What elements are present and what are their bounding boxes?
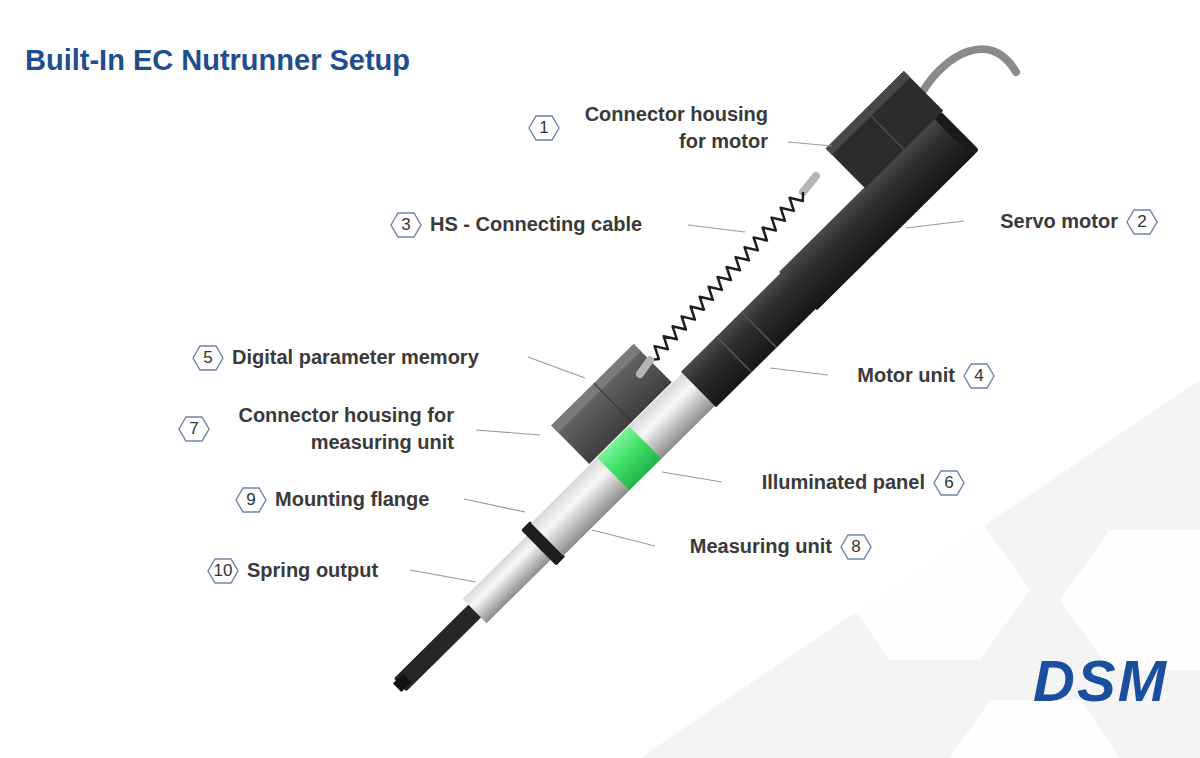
part-name: Measuring unit <box>690 533 832 560</box>
hexagon-shape <box>391 213 421 237</box>
callout: Servo motor 2 <box>1000 208 1158 235</box>
company-logo: DSM <box>1033 652 1168 710</box>
callout-number: 5 <box>192 345 224 371</box>
hexagon-shape <box>841 535 871 559</box>
callout-hexagon: 6 <box>933 470 965 496</box>
hexagon-shape <box>934 471 964 495</box>
callout-number: 8 <box>840 534 872 560</box>
callout-hexagon: 5 <box>192 345 224 371</box>
callout: 5 Digital parameter memory <box>192 344 479 371</box>
hexagon-shape <box>179 417 209 441</box>
background-hexagon <box>1060 530 1200 670</box>
power-cable <box>923 49 1016 91</box>
cable-plug <box>803 176 816 192</box>
cable-plug <box>640 360 650 374</box>
callout-number: 2 <box>1126 209 1158 235</box>
callout: 9 Mounting flange <box>235 486 429 513</box>
background-hexagon <box>840 520 1030 660</box>
part-name: Connector housing for measuring unit <box>218 402 454 456</box>
callout: 1 Connector housing for motor <box>528 101 768 155</box>
part-name: Servo motor <box>1000 208 1118 235</box>
callout: 3 HS - Connecting cable <box>390 211 642 238</box>
callout-hexagon: 10 <box>207 558 239 584</box>
callout-number: 4 <box>963 363 995 389</box>
callout-hexagon: 7 <box>178 416 210 442</box>
part-name: HS - Connecting cable <box>430 211 642 238</box>
callout-hexagon: 9 <box>235 487 267 513</box>
hexagon-shape <box>236 488 266 512</box>
hexagon-shape <box>964 364 994 388</box>
part-name: Mounting flange <box>275 486 429 513</box>
callout-hexagon: 1 <box>528 115 560 141</box>
callout-number: 7 <box>178 416 210 442</box>
callout-number: 1 <box>528 115 560 141</box>
callout-number: 3 <box>390 212 422 238</box>
coiled-cable <box>650 192 803 360</box>
part-name: Motor unit <box>857 362 955 389</box>
callout-number: 9 <box>235 487 267 513</box>
callout-hexagon: 3 <box>390 212 422 238</box>
leader-lines <box>410 142 964 582</box>
callout: 7 Connector housing for measuring unit <box>178 402 454 456</box>
callout-hexagon: 2 <box>1126 209 1158 235</box>
callout: Motor unit 4 <box>857 362 995 389</box>
tool-body <box>339 71 980 707</box>
callout-hexagon: 4 <box>963 363 995 389</box>
hexagon-shape <box>193 346 223 370</box>
callout-hexagon: 8 <box>840 534 872 560</box>
hexagon-shape <box>1127 210 1157 234</box>
callout-number: 10 <box>207 558 239 584</box>
callout-number: 6 <box>933 470 965 496</box>
part-name: Spring output <box>247 557 378 584</box>
hexagon-shape <box>208 559 238 583</box>
callout: 10 Spring output <box>207 557 378 584</box>
callout: Illuminated panel 6 <box>762 469 965 496</box>
hexagon-shape <box>529 116 559 140</box>
part-name: Illuminated panel <box>762 469 925 496</box>
callout: Measuring unit 8 <box>690 533 872 560</box>
part-name: Digital parameter memory <box>232 344 479 371</box>
diagram-title: Built-In EC Nutrunner Setup <box>25 44 410 77</box>
part-name: Connector housing for motor <box>568 101 768 155</box>
background-panel <box>640 380 1200 758</box>
